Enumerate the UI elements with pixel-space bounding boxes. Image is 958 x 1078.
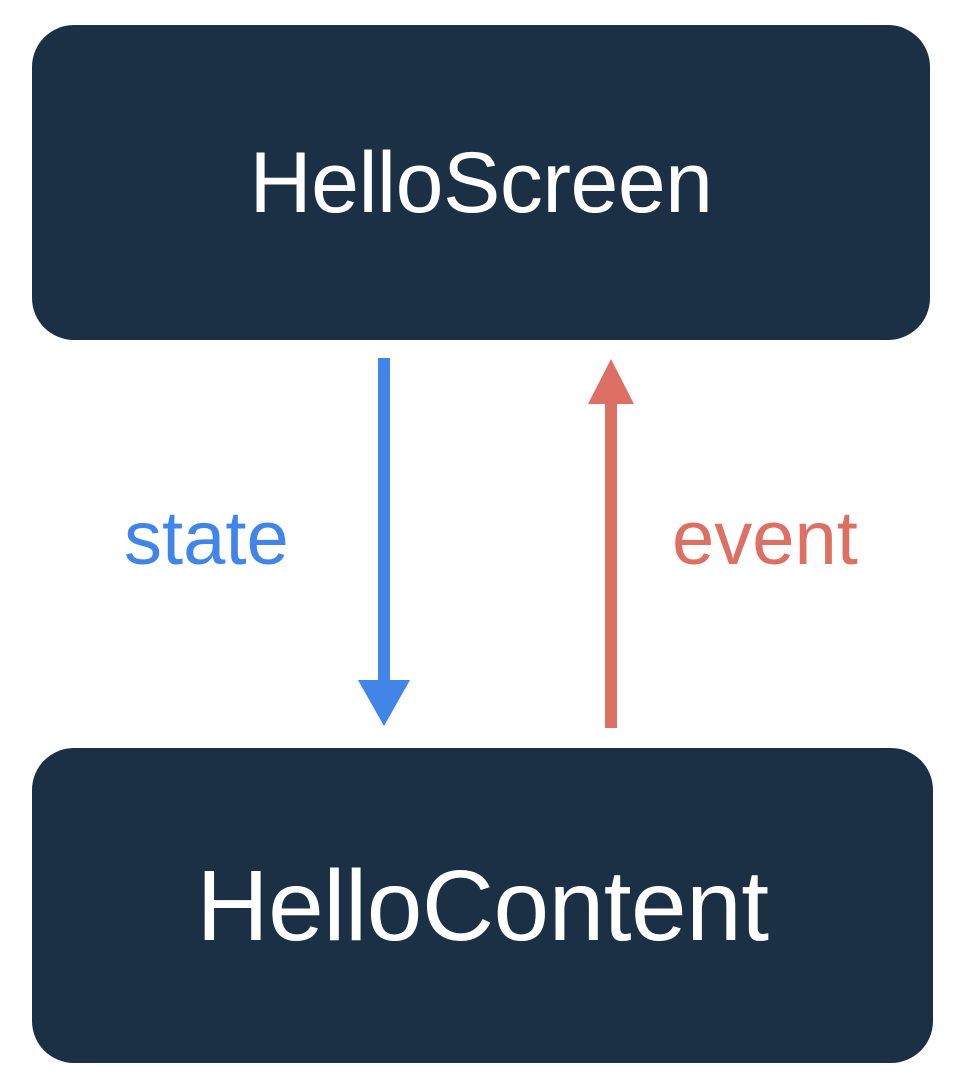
node-hello-content-label: HelloContent (196, 849, 769, 962)
state-arrow (358, 358, 410, 726)
event-arrow (588, 359, 634, 728)
edge-label-state: state (124, 496, 289, 581)
node-hello-screen[interactable]: HelloScreen (32, 25, 930, 340)
node-hello-screen-label: HelloScreen (249, 134, 713, 231)
edge-label-event: event (672, 496, 858, 581)
node-hello-content[interactable]: HelloContent (32, 748, 933, 1063)
